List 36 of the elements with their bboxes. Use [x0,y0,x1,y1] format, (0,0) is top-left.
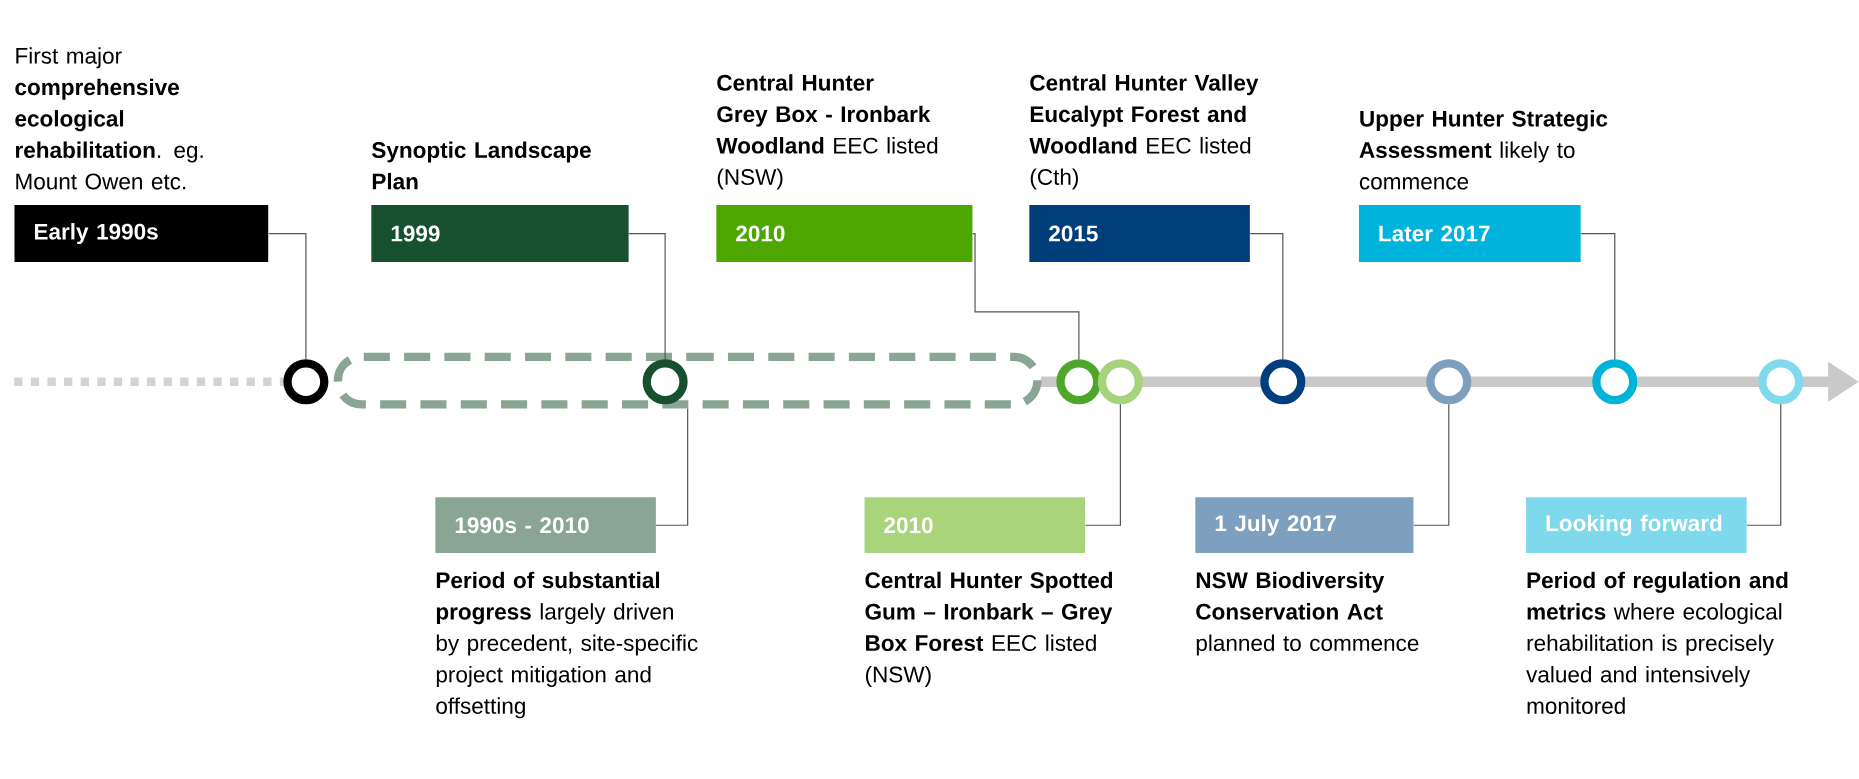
timeline-marker [1097,359,1143,405]
timeline-marker [1758,359,1804,405]
date-box: 1 July 2017 [1195,497,1414,554]
date-box: 2010 [864,497,1086,554]
date-box: Early 1990s [14,205,269,263]
description-text: Upper Hunter Strategic Assessment likely to commence [1359,110,1608,190]
leader-line [1084,403,1121,526]
description-text: Period of substantial progress largely driven by precedent, site-specific project mitigation and offsetting [436,571,698,719]
leader-line [1580,233,1616,360]
leader-line [655,407,689,526]
period-outline [333,352,1042,409]
timeline-marker [1056,359,1102,405]
timeline-marker [1426,359,1472,405]
date-box: 1999 [371,205,629,263]
leader-line [1746,403,1782,526]
timeline-marker [283,359,329,405]
date-box: 1990s - 2010 [435,497,656,554]
leader-line [1249,233,1284,360]
description-text: Period of regulation and metrics where ecological rehabilitation is precisely valued and intensively monitored [1526,571,1788,714]
description-text: Central Hunter Valley Eucalypt Forest and Woodland EEC listed (Cth) [1029,74,1259,190]
leader-line [628,233,666,360]
timeline-marker [642,359,688,405]
leader-line [972,233,1080,360]
date-box: 2015 [1029,205,1250,263]
description-text: Central Hunter Spotted Gum – Ironbark – Grey Box Forest EEC listed (NSW) [865,571,1113,687]
date-box: Looking forward [1526,497,1747,554]
timeline-marker [1260,359,1306,405]
leader-line [267,233,307,360]
description-text: Central Hunter Grey Box - Ironbark Woodland EEC listed (NSW) [716,74,938,190]
date-box: 2010 [716,205,973,263]
description-text: Synoptic Landscape Plan [372,141,591,190]
leader-line [1413,403,1450,526]
timeline-marker [1592,359,1638,405]
date-box: Later 2017 [1358,205,1581,263]
description-text: NSW Biodiversity Conservation Act planned to commence [1196,571,1419,656]
description-text: First major comprehensive ecological rehabilitation. eg. Mount Owen etc. [15,47,203,190]
